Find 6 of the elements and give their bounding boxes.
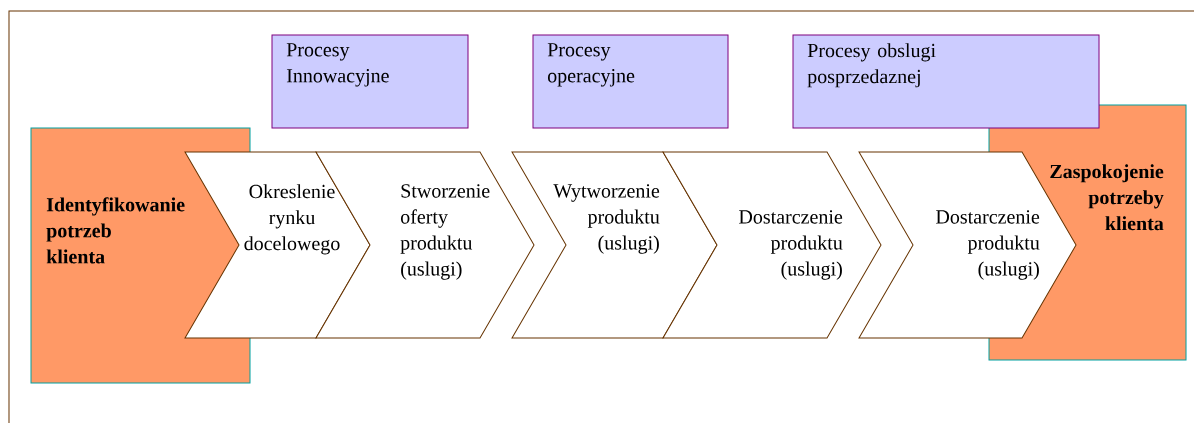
process-step-box: Okreslenie rynku docelowego (184, 151, 371, 339)
process-group-box: Procesy Innowacyjne (271, 34, 469, 129)
process-step-box: Dostarczenie produktu (uslugi) (662, 151, 882, 339)
process-group-box: Procesy operacyjne (532, 34, 729, 129)
process-group-box: Procesy obslugi posprzedaznej (792, 34, 1100, 129)
process-step-box: Wytworzenie produktu (uslugi) (511, 151, 718, 339)
